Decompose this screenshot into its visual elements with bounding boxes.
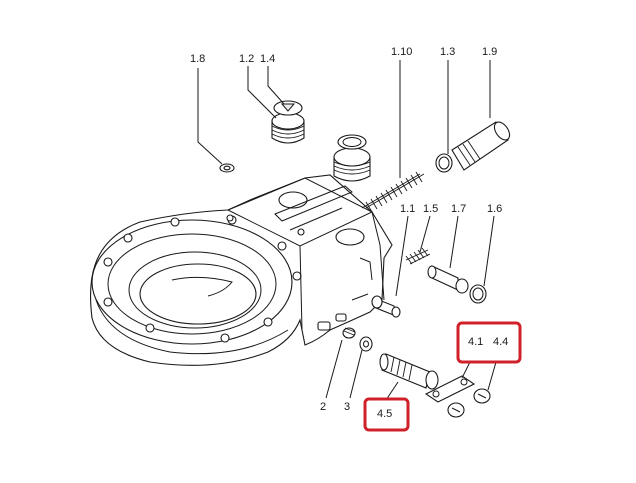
part-labels: 1.8 1.2 1.4 1.10 1.3 1.9 1.1 1.5 1.7 1.6… xyxy=(190,46,508,420)
leader-lines xyxy=(197,60,497,401)
label-1-4: 1.4 xyxy=(260,53,275,65)
label-4-5: 4.5 xyxy=(377,408,392,420)
plug-lower xyxy=(333,134,371,182)
flange-housing xyxy=(89,174,393,366)
part-4-5-actuator-pin xyxy=(379,353,439,390)
part-1-10-spring xyxy=(361,171,425,213)
label-1-1: 1.1 xyxy=(400,203,415,215)
part-1-8-washer xyxy=(219,163,235,173)
part-1-5-spring xyxy=(405,247,431,265)
label-1-9: 1.9 xyxy=(482,46,497,58)
label-2: 2 xyxy=(320,401,326,413)
part-1-6-ring xyxy=(469,284,487,304)
part-1-3-o-ring xyxy=(435,153,453,173)
highlight-box-4-5 xyxy=(363,397,410,432)
label-1-5: 1.5 xyxy=(423,203,438,215)
label-1-10: 1.10 xyxy=(391,46,412,58)
part-3-washer xyxy=(359,336,373,352)
part-2-set-screw xyxy=(342,327,356,339)
label-4-1: 4.1 xyxy=(468,336,483,348)
label-1-7: 1.7 xyxy=(451,203,466,215)
part-1-2-plug xyxy=(271,100,305,144)
label-1-6: 1.6 xyxy=(487,203,502,215)
part-4-1-plate xyxy=(424,375,476,403)
label-4-4: 4.4 xyxy=(493,336,508,348)
label-1-3: 1.3 xyxy=(440,46,455,58)
part-1-7-pin xyxy=(427,265,469,294)
label-1-2: 1.2 xyxy=(239,53,254,65)
part-1-1-valve xyxy=(371,295,401,318)
part-1-9-piston xyxy=(451,121,511,171)
highlight-callouts xyxy=(363,321,522,432)
part-4-4-screw xyxy=(447,388,491,418)
label-1-8: 1.8 xyxy=(190,53,205,65)
label-3: 3 xyxy=(344,401,350,413)
highlight-box-4-1-4-4 xyxy=(456,321,522,364)
